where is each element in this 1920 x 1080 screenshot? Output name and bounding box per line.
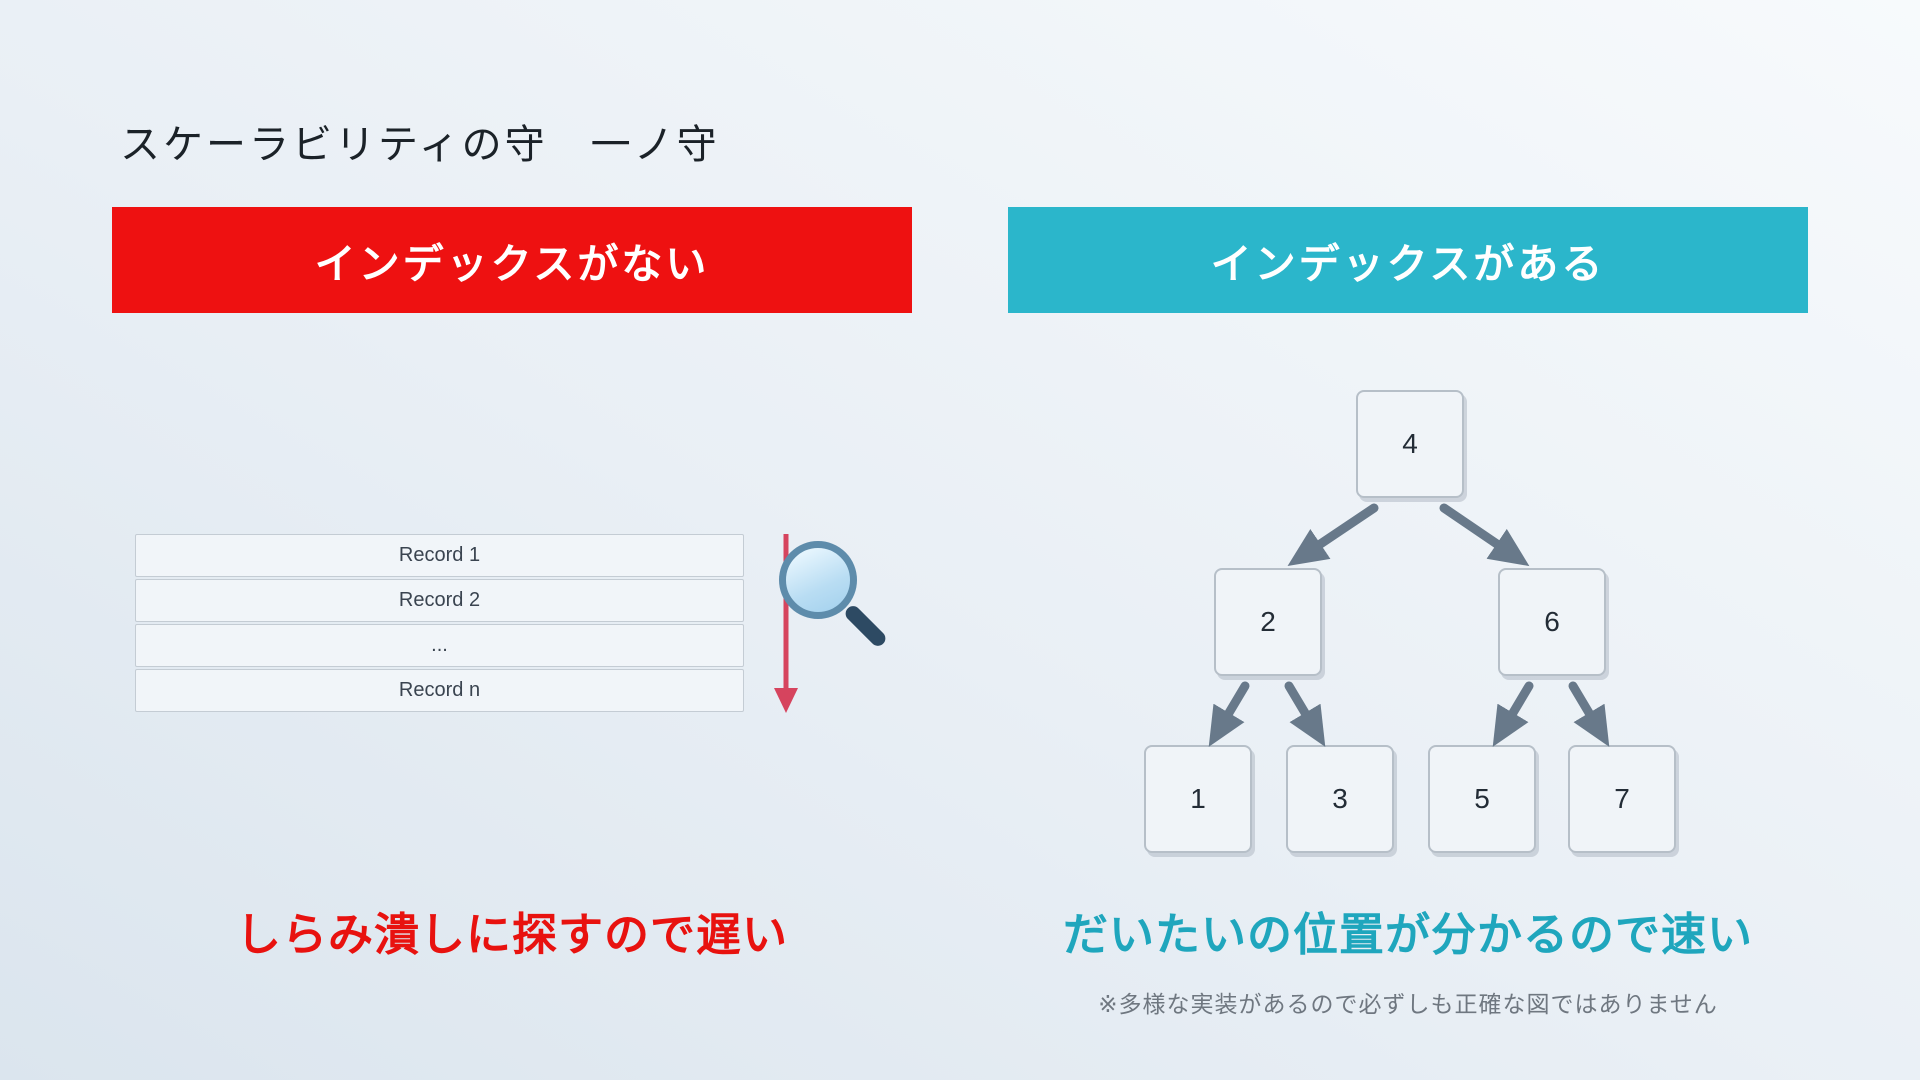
record-table: Record 1 Record 2 ... Record n <box>135 534 744 712</box>
caption-no-index-slow: しらみ潰しに探すので遅い <box>235 909 788 960</box>
tree-node-value: 6 <box>1544 606 1560 637</box>
tree-node-leaf: 1 <box>1144 745 1252 853</box>
tree-node-leaf: 3 <box>1286 745 1394 853</box>
tree-node-value: 4 <box>1402 428 1418 459</box>
banner-has-index: インデックスがある <box>1008 207 1808 313</box>
record-label: Record n <box>398 679 481 701</box>
magnifying-glass-icon <box>779 541 857 619</box>
table-row: Record n <box>135 669 744 712</box>
record-label: Record 1 <box>398 544 481 566</box>
record-label: Record 2 <box>398 589 481 611</box>
page-title: スケーラビリティの守 一ノ守 <box>120 123 720 167</box>
table-row: ... <box>135 624 744 667</box>
table-row: Record 2 <box>135 579 744 622</box>
tree-node-root: 4 <box>1356 390 1464 498</box>
tree-node-value: 7 <box>1614 783 1630 814</box>
tree-node-right: 6 <box>1498 568 1606 676</box>
caption-has-index-fast: だいたいの位置が分かるので速い <box>1062 909 1753 960</box>
banner-no-index-label: インデックスがない <box>314 241 710 287</box>
tree-node-value: 3 <box>1332 783 1348 814</box>
tree-node-leaf: 7 <box>1568 745 1676 853</box>
table-row: Record 1 <box>135 534 744 577</box>
footnote-disclaimer: ※多様な実装があるので必ずしも正確な図ではありません <box>1098 991 1718 1017</box>
banner-no-index: インデックスがない <box>112 207 912 313</box>
tree-node-value: 2 <box>1260 606 1276 637</box>
banner-has-index-label: インデックスがある <box>1210 241 1606 287</box>
magnifier-handle <box>842 603 889 649</box>
tree-node-value: 5 <box>1474 783 1490 814</box>
tree-node-leaf: 5 <box>1428 745 1536 853</box>
tree-node-left: 2 <box>1214 568 1322 676</box>
tree-node-value: 1 <box>1190 783 1206 814</box>
record-label: ... <box>431 634 448 656</box>
